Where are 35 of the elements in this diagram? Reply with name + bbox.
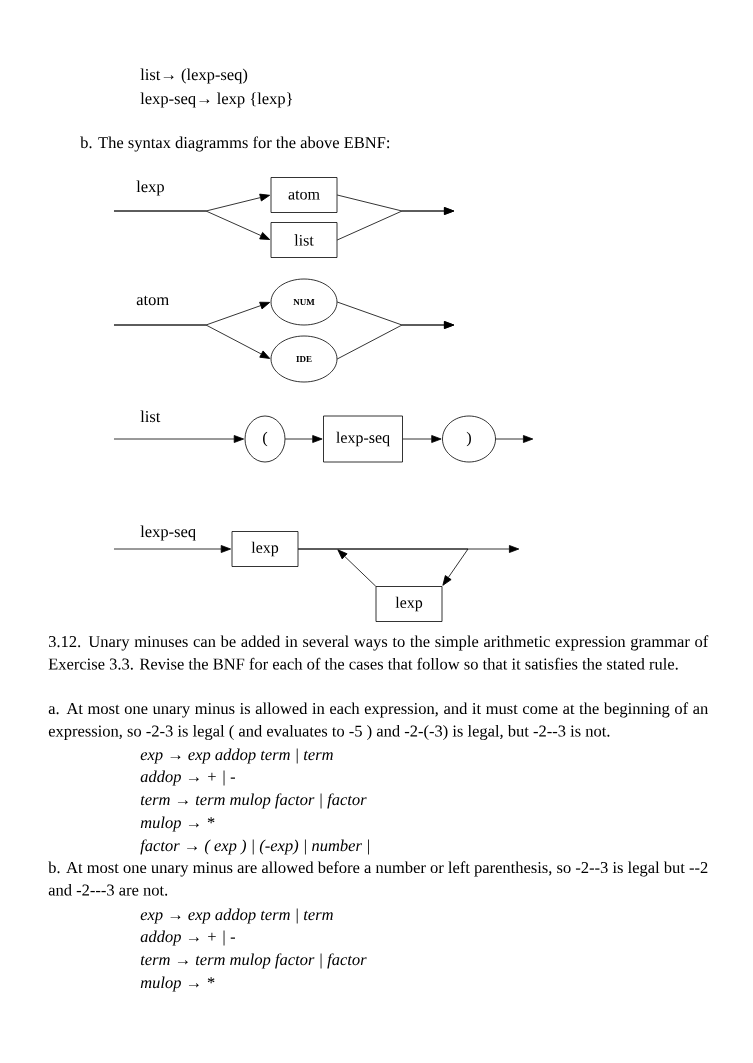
grammar-rule: addop → + | -: [140, 930, 235, 946]
arrow: [284, 435, 323, 443]
arrow: [495, 435, 534, 443]
text-line: lexp-seq→ lexp {lexp}: [140, 92, 292, 108]
arrow: [113, 324, 271, 359]
arrow: [113, 210, 271, 240]
grammar-rule: addop → + | -: [140, 770, 235, 786]
grammar-rule: factor → ( exp ) | (-exp) | number |: [140, 839, 369, 855]
diagram-name: list: [140, 410, 161, 423]
diagram-name: lexp-seq: [140, 525, 196, 541]
arrow: [297, 548, 469, 586]
grammar-rule: mulop → *: [140, 816, 215, 832]
arrow: [337, 549, 377, 587]
grammar-rule: term → term mulop factor | factor: [140, 793, 367, 809]
nonterminal-box: atom: [270, 177, 338, 213]
paragraph: a. At most one unary minus is allowed in each expression, and it must come at the beginning of an expression, so -2-3 is legal ( and evaluates to -5 ) and -2-(-3) is legal, but -2--3 is not.: [48, 702, 708, 740]
grammar-rule: term → term mulop factor | factor: [140, 953, 367, 969]
paragraph: 3.12. Unary minuses can be added in several ways to the simple arithmetic expression grammar of Exercise 3.3. Revise the BNF for each of the cases that follow so that it satisfies the stated rule.: [48, 635, 709, 670]
diagram-name: atom: [136, 295, 169, 306]
arrow: [113, 435, 245, 443]
grammar-rule: mulop → *: [140, 976, 215, 992]
nonterminal-box: lexp-seq: [323, 415, 403, 463]
paragraph: b. At most one unary minus are allowed before a number or left parenthesis, so -2--3 is legal but --2 and -2---3 are not.: [48, 861, 708, 896]
grammar-rule: exp → exp addop term | term: [140, 748, 333, 764]
nonterminal-box: list: [270, 222, 338, 258]
diagram-name: lexp: [136, 180, 164, 196]
arrow: [402, 435, 442, 443]
grammar-rule: exp → exp addop term | term: [140, 908, 333, 924]
nonterminal-box: lexp: [231, 531, 299, 567]
text-line: b. The syntax diagramms for the above EBNF:: [80, 136, 390, 152]
nonterminal-box: lexp: [375, 586, 443, 622]
arrow: [336, 207, 455, 241]
arrow: [113, 545, 232, 553]
arrow: [336, 321, 455, 360]
text-line: list→ (lexp-seq): [140, 68, 248, 84]
